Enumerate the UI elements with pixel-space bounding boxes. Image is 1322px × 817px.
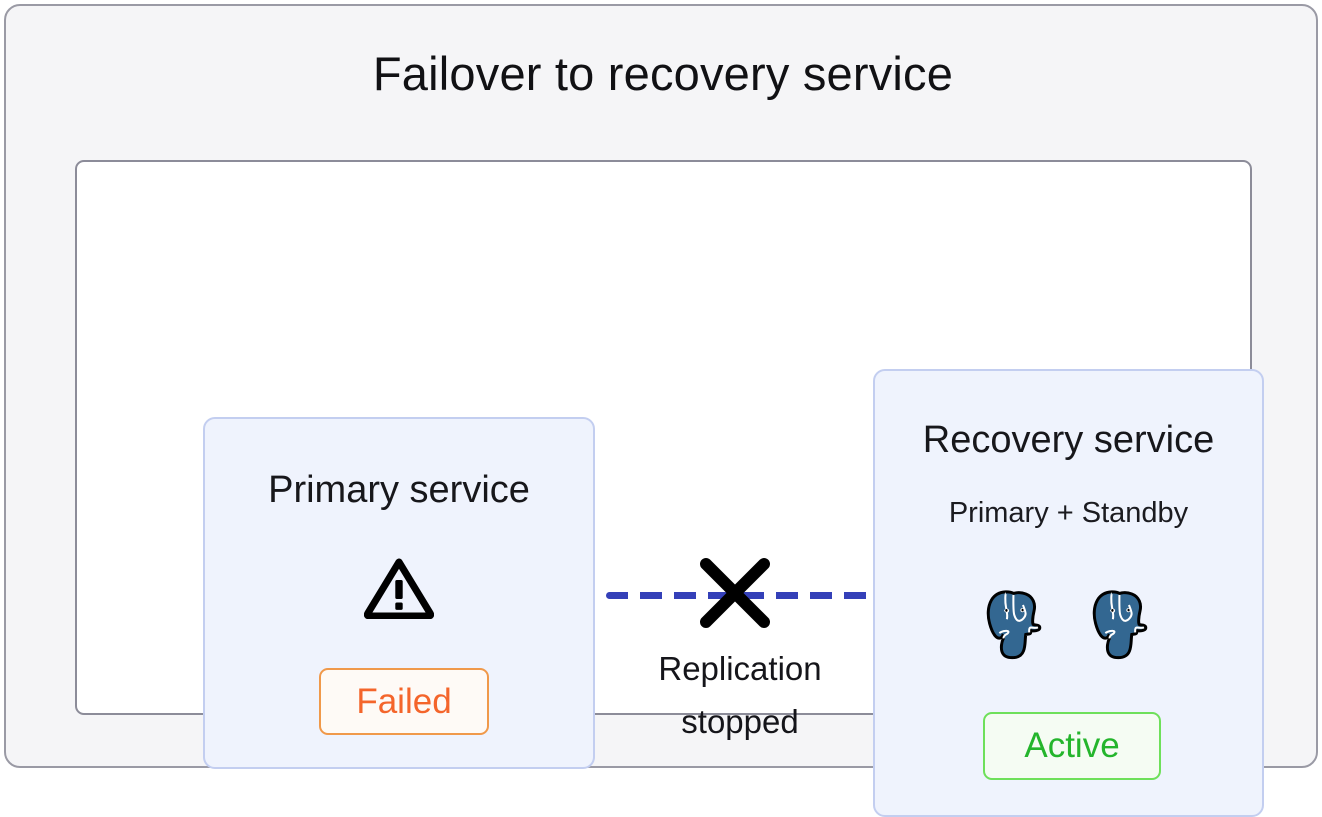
diagram-panel: Primary service Failed Replication stopp… bbox=[75, 160, 1264, 817]
postgresql-elephant-icon bbox=[1092, 590, 1147, 660]
status-badge-failed-label: Failed bbox=[356, 681, 452, 721]
replication-status-line2: stopped bbox=[681, 703, 799, 741]
diagram-title: Failover to recovery service bbox=[372, 47, 954, 100]
warning-triangle-icon bbox=[364, 558, 434, 619]
recovery-service-icon-row bbox=[875, 589, 1262, 667]
status-badge-active-label: Active bbox=[1024, 726, 1120, 765]
replication-status-label: Replication stopped bbox=[606, 642, 874, 749]
recovery-service-node[interactable]: Recovery service Primary + Standby bbox=[873, 369, 1264, 817]
status-badge-active[interactable]: Active bbox=[983, 712, 1161, 780]
recovery-service-title: Recovery service bbox=[922, 419, 1215, 461]
recovery-service-subtitle: Primary + Standby bbox=[948, 497, 1189, 529]
primary-service-node[interactable]: Primary service Failed bbox=[203, 417, 595, 769]
status-badge-failed[interactable]: Failed bbox=[319, 668, 489, 735]
primary-service-title: Primary service bbox=[268, 469, 530, 511]
diagram-canvas: Failover to recovery service Primary ser… bbox=[4, 4, 1318, 817]
x-mark-icon bbox=[700, 558, 770, 628]
postgresql-elephant-icon bbox=[986, 590, 1041, 660]
replication-status-line1: Replication bbox=[658, 650, 822, 687]
primary-service-icon-row bbox=[205, 557, 593, 619]
